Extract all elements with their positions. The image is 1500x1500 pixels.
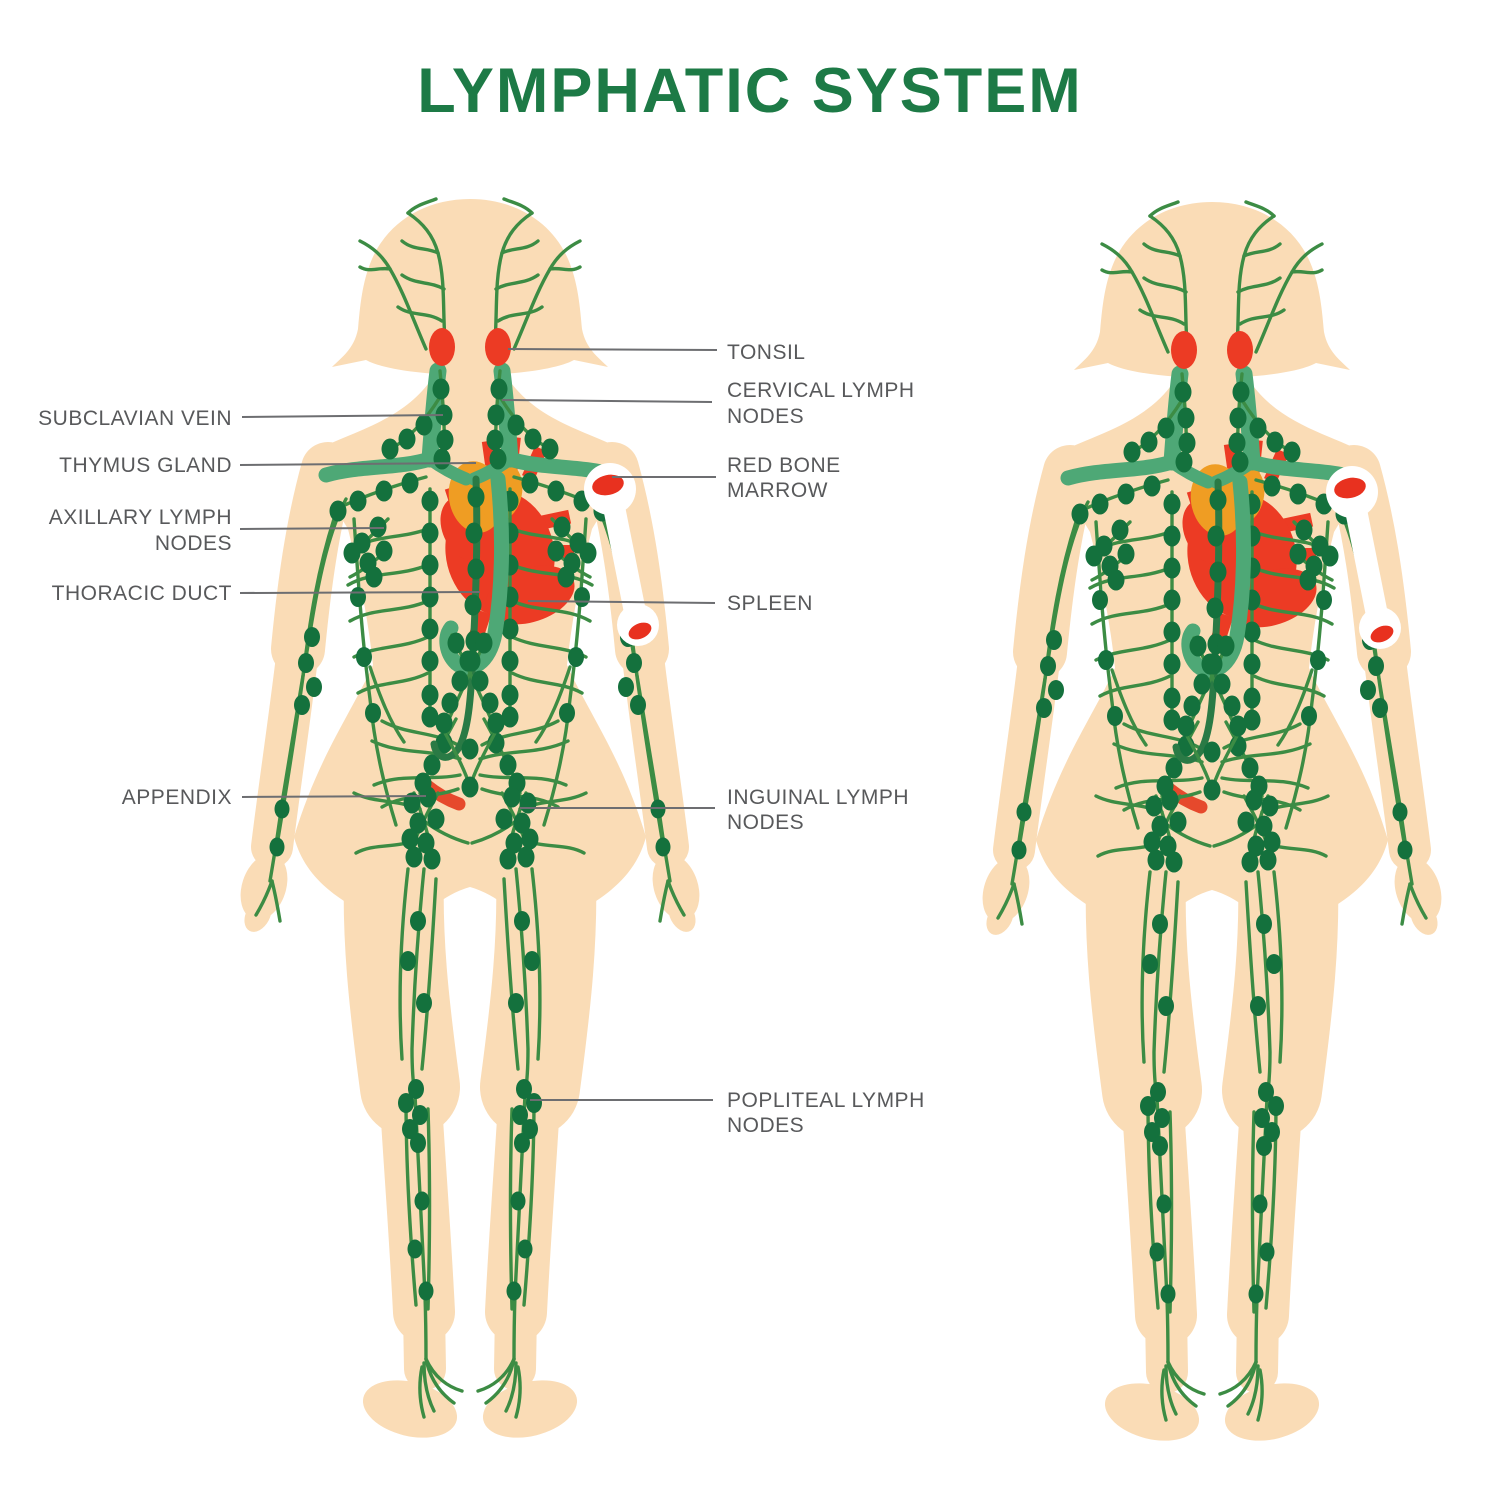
label-popliteal-lymph-nodes-line1: POPLITEAL LYMPH — [727, 1089, 925, 1112]
leader-tonsil — [507, 348, 718, 351]
leader-thoracic-duct — [239, 591, 481, 594]
label-tonsil: TONSIL — [727, 341, 805, 364]
leader-cervical-lymph-nodes — [501, 399, 713, 403]
label-inguinal-lymph-nodes-line2: NODES — [727, 811, 804, 834]
leader-thymus-gland — [239, 462, 477, 466]
label-cervical-lymph-nodes-line2: NODES — [727, 405, 804, 428]
labels-left-column: SUBCLAVIAN VEIN THYMUS GLAND AXILLARY LY… — [38, 407, 232, 809]
label-popliteal-lymph-nodes-line2: NODES — [727, 1114, 804, 1137]
label-cervical-lymph-nodes-line1: CERVICAL LYMPH — [727, 379, 915, 402]
leader-lines — [239, 348, 718, 1101]
label-red-bone-marrow-line1: RED BONE — [727, 454, 841, 477]
label-appendix: APPENDIX — [122, 786, 232, 809]
label-axillary-lymph-nodes-line1: AXILLARY LYMPH — [49, 506, 232, 529]
leader-spleen — [527, 600, 716, 604]
leader-subclavian-vein — [241, 414, 444, 418]
page-title: LYMPHATIC SYSTEM — [417, 56, 1083, 126]
label-thoracic-duct: THORACIC DUCT — [52, 582, 232, 605]
leader-appendix — [241, 795, 427, 798]
label-axillary-lymph-nodes-line2: NODES — [155, 532, 232, 555]
label-red-bone-marrow-line2: MARROW — [727, 479, 828, 502]
figure-posterior — [975, 202, 1450, 1450]
label-inguinal-lymph-nodes-line1: INGUINAL LYMPH — [727, 786, 909, 809]
label-spleen: SPLEEN — [727, 592, 813, 615]
label-thymus-gland: THYMUS GLAND — [59, 454, 232, 477]
labels-right-column: TONSIL CERVICAL LYMPH NODES RED BONE MAR… — [727, 341, 925, 1137]
label-subclavian-vein: SUBCLAVIAN VEIN — [38, 407, 232, 430]
figure-anterior — [233, 199, 708, 1447]
leader-axillary-lymph-nodes — [239, 527, 385, 530]
